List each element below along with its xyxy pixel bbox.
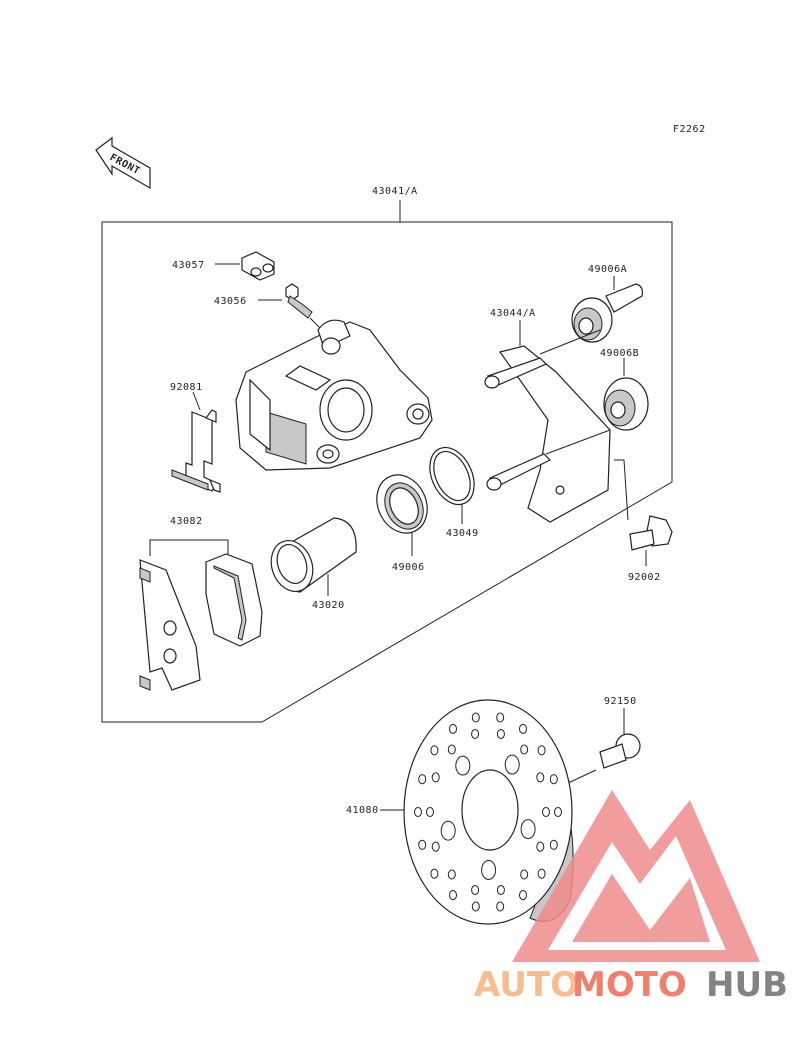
piston-seal — [429, 446, 475, 524]
label-43020: 43020 — [312, 600, 345, 611]
front-arrow-icon: FRONT — [95, 136, 151, 190]
disc-hole — [481, 860, 497, 880]
brake-pads — [139, 539, 263, 691]
disc-hole — [430, 745, 439, 756]
disc-hole — [430, 868, 439, 879]
disc-hole — [519, 890, 527, 901]
disc-hole — [496, 901, 505, 912]
watermark-text-auto: AUTO — [474, 965, 579, 1005]
disc-hole — [536, 841, 545, 852]
disc-hole — [447, 869, 456, 880]
disc-hole — [471, 884, 480, 896]
caliper-piston — [270, 517, 357, 596]
label-43044: 43044/A — [490, 308, 536, 319]
label-49006B: 49006B — [600, 348, 639, 359]
disc-hole — [520, 744, 529, 755]
disc-hole — [496, 884, 505, 896]
disc-hole — [418, 839, 427, 850]
label-92002: 92002 — [628, 572, 661, 583]
disc-hole — [431, 841, 440, 852]
brake-disc — [380, 699, 574, 925]
dust-seal — [376, 474, 428, 556]
disc-hole — [426, 806, 434, 818]
bleeder-cap — [215, 251, 275, 281]
disc-hole — [455, 755, 471, 776]
assembly-outline — [101, 200, 673, 723]
label-43049: 43049 — [446, 528, 479, 539]
disc-bolt — [565, 708, 641, 785]
bleeder-valve — [258, 283, 323, 331]
disc-hole — [449, 723, 457, 734]
label-49006: 49006 — [392, 562, 425, 573]
disc-hole — [418, 774, 427, 785]
label-43041: 43041/A — [372, 186, 418, 197]
disc-hole — [440, 820, 456, 841]
figure-code: F2262 — [673, 124, 706, 135]
disc-hole — [519, 723, 527, 734]
disc-hole — [447, 744, 456, 755]
disc-hole — [536, 772, 545, 783]
label-41080: 41080 — [346, 805, 379, 816]
disc-hole — [496, 712, 505, 723]
watermark: AUTO MOTO HUB — [474, 790, 788, 1005]
watermark-logo-icon — [512, 790, 760, 962]
watermark-text-hub: HUB — [706, 965, 788, 1005]
disc-hole — [504, 754, 520, 775]
disc-hole — [537, 745, 546, 756]
disc-hole — [471, 712, 480, 723]
disc-hole — [537, 868, 546, 879]
pad-spring — [171, 391, 221, 493]
disc-hole — [414, 806, 422, 818]
label-43056: 43056 — [214, 296, 247, 307]
caliper-body — [235, 319, 433, 471]
label-49006A: 49006A — [588, 264, 627, 275]
label-43057: 43057 — [172, 260, 205, 271]
disc-hole — [520, 819, 536, 840]
pin-boot-b — [603, 358, 649, 431]
label-43082: 43082 — [170, 516, 203, 527]
disc-hole — [471, 901, 480, 912]
disc-hole — [554, 806, 562, 818]
disc-hole — [520, 869, 529, 880]
disc-hole — [449, 890, 457, 901]
disc-hole — [549, 774, 558, 785]
label-92150: 92150 — [604, 696, 637, 707]
disc-hole — [471, 728, 480, 740]
disc-hole — [496, 728, 505, 740]
label-92081: 92081 — [170, 382, 203, 393]
pin-boot-a — [571, 276, 643, 343]
disc-hole — [549, 839, 558, 850]
watermark-text-moto: MOTO — [572, 965, 687, 1005]
disc-hole — [431, 772, 440, 783]
mounting-bolt — [614, 459, 673, 566]
caliper-bracket — [484, 320, 611, 523]
disc-hole — [542, 806, 550, 818]
